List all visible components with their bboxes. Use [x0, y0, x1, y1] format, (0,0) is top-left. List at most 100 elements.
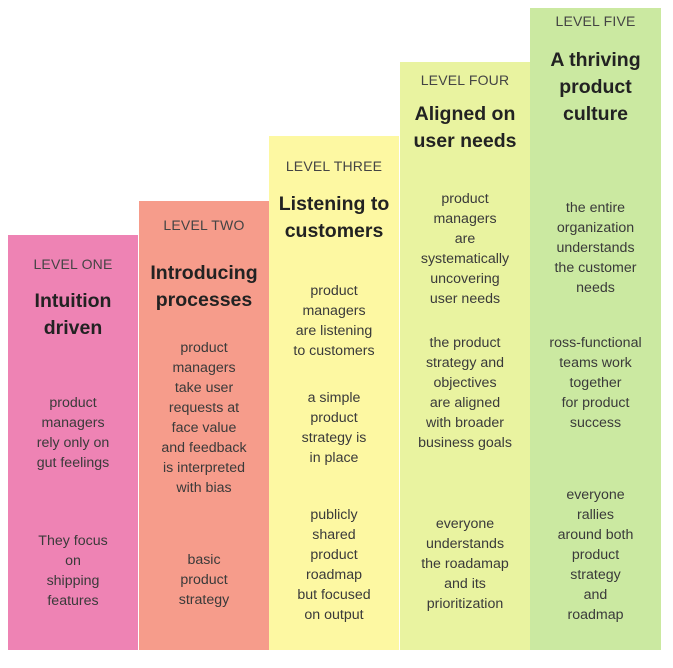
level-title-line: A thriving	[550, 49, 641, 71]
level-point-line: everyone	[435, 516, 495, 532]
level-point-line: objectives	[433, 375, 497, 391]
level-title-line: user needs	[413, 130, 517, 152]
level-point-line: gut feelings	[36, 455, 110, 471]
level-point-line: strategy and	[425, 355, 505, 371]
level-point-line: strategy	[178, 592, 230, 608]
level-point: a simple product strategy is in place	[275, 388, 393, 468]
level-title: Intuition driven	[12, 288, 134, 342]
level-point-line: roadmap	[306, 567, 362, 583]
level-point-line: systematically	[420, 251, 510, 267]
level-title-line: Aligned on	[414, 103, 516, 125]
level-point-line: uncovering	[430, 271, 500, 287]
level-point-line: business goals	[418, 435, 512, 451]
level-point-line: success	[569, 415, 622, 431]
level-point-line: together	[569, 375, 622, 391]
level-point-line: on	[65, 553, 81, 569]
level-point-line: product	[180, 340, 228, 356]
level-point-line: teams work	[559, 355, 632, 371]
level-four-column: LEVEL FOUR Aligned on user needs product man…	[400, 62, 530, 650]
level-point-line: requests at	[168, 400, 240, 416]
level-point-line: around both	[557, 527, 634, 543]
level-point-line: to customers	[293, 343, 375, 359]
level-point-line: strategy is	[301, 430, 367, 446]
level-point-line: everyone	[566, 487, 625, 503]
level-point-line: and	[583, 587, 608, 603]
level-title-line: Introducing	[150, 262, 258, 284]
level-point-line: and feedback	[161, 440, 247, 456]
level-point-line: are aligned	[429, 395, 501, 411]
level-one-column: LEVEL ONE Intuition driven product managers r…	[8, 235, 138, 650]
level-point-line: publicly	[310, 507, 358, 523]
level-title-line: driven	[43, 317, 103, 339]
level-point-line: face value	[171, 420, 237, 436]
level-point-line: with broader	[425, 415, 505, 431]
level-point-line: rely only on	[36, 435, 110, 451]
level-point-line: take user	[174, 380, 234, 396]
level-point-line: are	[454, 231, 476, 247]
level-point: They focus on shipping features	[14, 531, 132, 611]
level-point-line: product	[49, 395, 97, 411]
level-title-line: culture	[562, 103, 628, 125]
level-label: LEVEL THREE	[285, 158, 383, 174]
level-label: LEVEL FOUR	[420, 72, 510, 88]
level-title: Listening to customers	[273, 191, 395, 245]
level-point-line: managers	[41, 415, 105, 431]
level-point-line: managers	[302, 303, 366, 319]
level-point-line: in place	[309, 450, 359, 466]
level-title-line: customers	[284, 220, 384, 242]
level-point-line: They focus	[38, 533, 108, 549]
level-point-line: but focused	[297, 587, 371, 603]
level-point-line: shared	[312, 527, 356, 543]
level-three-column: LEVEL THREE Listening to customers product m…	[269, 136, 399, 650]
level-point-line: product	[180, 572, 228, 588]
level-title-line: Intuition	[34, 290, 112, 312]
level-point-line: the product	[429, 335, 501, 351]
level-point-line: product	[310, 410, 358, 426]
level-point: basic product strategy	[145, 550, 263, 610]
level-point-line: organization	[556, 220, 635, 236]
level-point-line: the roadamap	[421, 556, 509, 572]
level-title: A thriving product culture	[534, 47, 657, 128]
level-label: LEVEL TWO	[163, 217, 245, 233]
level-point: ross-functional teams work together for pro…	[536, 333, 655, 433]
level-point: product managers are systematically uncoveri…	[406, 189, 524, 309]
level-point-line: the customer	[554, 260, 637, 276]
level-title-line: product	[559, 76, 632, 98]
level-point-line: a simple	[307, 390, 361, 406]
level-point: the product strategy and objectives are ali…	[406, 333, 524, 453]
level-point: publicly shared product roadmap but focused o…	[275, 505, 393, 625]
level-point-line: with bias	[176, 480, 232, 496]
level-point-line: are listening	[295, 323, 373, 339]
level-label: LEVEL ONE	[33, 256, 113, 272]
level-point-line: product	[310, 547, 358, 563]
level-point-line: strategy	[570, 567, 621, 583]
level-point-line: roadmap	[567, 607, 624, 623]
level-point-line: product	[441, 191, 489, 207]
level-point: product managers rely only on gut feelings	[14, 393, 132, 473]
level-point-line: user needs	[429, 291, 501, 307]
level-point-line: the entire	[565, 200, 626, 216]
level-point-line: prioritization	[426, 596, 504, 612]
level-point-line: ross-functional	[549, 335, 642, 351]
level-title: Aligned on user needs	[404, 101, 526, 155]
level-title-line: processes	[155, 289, 253, 311]
level-point-line: basic	[187, 552, 221, 568]
level-point-line: managers	[172, 360, 236, 376]
level-point-line: shipping	[46, 573, 100, 589]
level-title-line: Listening to	[278, 193, 390, 215]
level-point-line: on output	[304, 607, 364, 623]
level-point-line: and its	[444, 576, 486, 592]
level-point-line: for product	[561, 395, 630, 411]
level-point-line: product	[571, 547, 620, 563]
level-point-line: features	[47, 593, 99, 609]
level-title: Introducing processes	[143, 260, 265, 314]
level-point: the entire organization understands the cus…	[536, 198, 655, 298]
level-point-line: understands	[556, 240, 635, 256]
level-point: product managers take user requests at face …	[145, 338, 263, 498]
level-point-line: managers	[433, 211, 497, 227]
